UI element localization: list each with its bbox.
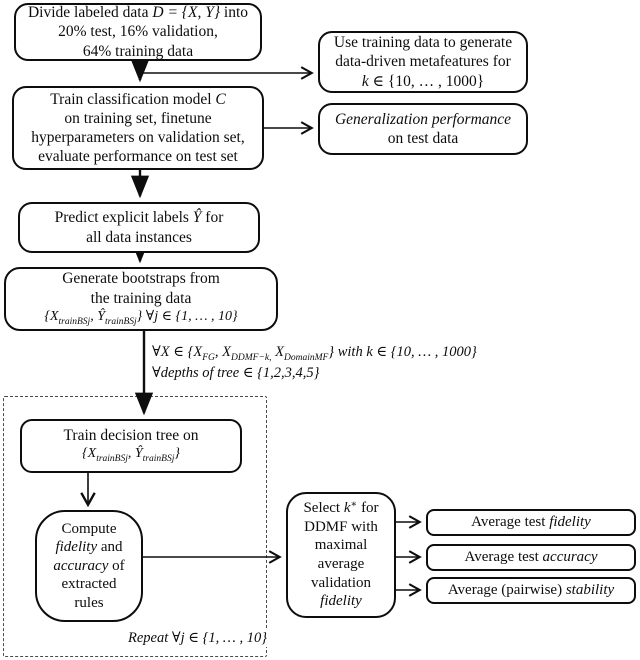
seg: ∗ — [350, 499, 358, 511]
box-line: accuracy of — [53, 557, 124, 576]
seg: Predict explicit labels — [54, 209, 193, 227]
seg: stability — [565, 582, 615, 599]
seg: FG — [202, 353, 215, 363]
seg: for — [357, 500, 379, 517]
box-line: on test data — [387, 130, 459, 147]
seg: ∀X ∈ {X — [152, 344, 203, 360]
flow-box-average-test-accuracy: Average test accuracy — [426, 544, 636, 571]
box-line: Train decision tree on — [63, 427, 199, 444]
box-line: Divide labeled data D = {X, Y} into — [28, 3, 248, 22]
repeat-annotation: Repeat ∀j ∈ {1, … , 10} — [115, 630, 267, 647]
box-line: fidelity and — [55, 538, 122, 557]
seg: trainBSj — [142, 454, 175, 465]
box-line: Predict explicit labels Ŷ for — [55, 208, 224, 227]
box-line: Train classification model C — [50, 90, 226, 109]
seg: of — [108, 557, 125, 574]
seg: Average test — [471, 514, 550, 531]
seg: D = {X, Y} — [152, 4, 221, 22]
box-line: Average test fidelity — [471, 513, 591, 532]
seg: ∈ {10, … , 1000} — [368, 72, 485, 90]
seg: , X — [214, 344, 232, 360]
seg: Ŷ — [192, 209, 202, 227]
box-line: the training data — [90, 289, 192, 307]
box-line: Select k∗ for — [303, 499, 378, 518]
seg: } with k ∈ {10, … , 1000} — [328, 344, 477, 360]
forall-annotation-line2: ∀depths of tree ∈ {1,2,3,4,5} — [152, 365, 320, 381]
box-line: fidelity — [320, 593, 362, 610]
box-line: all data instances — [86, 228, 192, 246]
flow-box-train-decision-tree: Train decision tree on {XtrainBSj, Ŷtrai… — [20, 419, 242, 473]
seg: X — [271, 344, 284, 360]
seg: } ∀j ∈ {1, … , 10} — [136, 308, 238, 324]
seg: fidelity — [549, 514, 591, 531]
flow-box-average-test-fidelity: Average test fidelity — [426, 509, 636, 536]
seg: accuracy — [542, 549, 598, 566]
seg: accuracy — [53, 557, 109, 574]
box-line: Compute — [61, 520, 117, 537]
flow-box-predict-labels: Predict explicit labels Ŷ for all data i… — [18, 202, 260, 253]
box-line: k ∈ {10, … , 1000} — [362, 72, 484, 91]
box-line: {XtrainBSj, ŶtrainBSj} ∀j ∈ {1, … , 10} — [44, 308, 237, 329]
box-line: DDMF with — [304, 518, 378, 535]
seg: C — [215, 90, 226, 108]
seg: Select — [303, 500, 344, 517]
seg: fidelity — [55, 539, 98, 556]
flow-box-average-pairwise-stability: Average (pairwise) stability — [426, 577, 636, 604]
flow-box-select-k: Select k∗ for DDMF with maximal average … — [286, 492, 396, 618]
box-line: Average test accuracy — [465, 548, 598, 567]
flow-box-generate-metafeatures: Use training data to generate data-drive… — [318, 31, 528, 93]
seg: , Ŷ — [127, 446, 143, 462]
box-line: on training set, finetune — [64, 109, 212, 127]
seg: {X — [44, 308, 59, 324]
box-line: 64% training data — [82, 42, 194, 60]
seg: k — [361, 72, 369, 90]
box-line: Average (pairwise) stability — [448, 581, 614, 600]
seg: trainBSj — [105, 316, 137, 327]
box-line: maximal — [314, 537, 368, 554]
seg: Divide labeled data — [27, 4, 153, 22]
seg: k — [343, 500, 351, 517]
seg: ∀j ∈ {1, … , 10} — [168, 630, 267, 646]
seg: and — [97, 539, 123, 556]
box-line: hyperparameters on validation set, — [31, 129, 245, 146]
seg: trainBSj — [96, 454, 128, 465]
box-line: extracted — [61, 576, 117, 593]
seg: for — [201, 209, 224, 227]
box-line: {XtrainBSj, ŶtrainBSj} — [82, 445, 180, 466]
seg: trainBSj — [58, 316, 91, 327]
flow-box-generate-bootstraps: Generate bootstraps from the training da… — [4, 267, 278, 331]
flow-box-train-classifier: Train classification model C on training… — [12, 86, 264, 170]
seg: DomainMF — [283, 353, 329, 363]
box-line: Generate bootstraps from — [62, 270, 220, 288]
forall-annotation-line1: ∀X ∈ {XFG, XDDMF−k, XDomainMF} with k ∈ … — [152, 344, 477, 363]
seg: Average (pairwise) — [447, 582, 566, 599]
flow-box-generalization-performance: Generalization performance on test data — [318, 103, 528, 155]
seg: Repeat — [127, 630, 169, 646]
seg: , Ŷ — [90, 308, 105, 324]
flow-box-divide-data: Divide labeled data D = {X, Y} into 20% … — [14, 3, 262, 61]
seg: Average test — [464, 549, 543, 566]
box-line: Generalization performance — [334, 110, 512, 128]
box-line: evaluate performance on test set — [38, 148, 238, 166]
seg: } — [174, 446, 180, 462]
box-line: Use training data to generate — [333, 34, 513, 52]
seg: into — [220, 4, 249, 22]
seg: DDMF−k, — [231, 353, 272, 363]
box-line: rules — [74, 594, 104, 611]
box-line: validation — [311, 574, 371, 591]
flow-box-compute-metrics: Compute fidelity and accuracy of extract… — [35, 510, 143, 622]
box-line: average — [317, 556, 365, 572]
seg: {X — [82, 446, 97, 462]
box-line: data-driven metafeatures for — [335, 53, 511, 71]
seg: Train classification model — [50, 90, 216, 108]
box-line: 20% test, 16% validation, — [58, 23, 218, 41]
